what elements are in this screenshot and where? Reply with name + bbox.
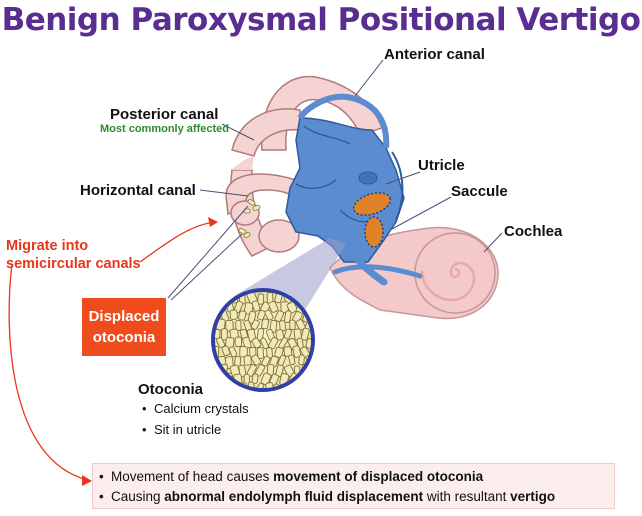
otoconia-crystal [274, 310, 285, 323]
saccule-macula [364, 216, 384, 248]
arrow-head-upper [208, 217, 218, 227]
otoconia-crystal [306, 374, 311, 385]
label-anterior-canal: Anterior canal [384, 46, 485, 63]
otoconia-crystal [239, 346, 248, 358]
summary-line-2: •Causing abnormal endolymph fluid displa… [99, 489, 556, 504]
otoconia-crystal [251, 337, 262, 349]
otoconia-crystal [298, 354, 305, 366]
summary-box: •Movement of head causes movement of dis… [92, 463, 615, 509]
otoconia-crystal [242, 336, 252, 349]
summary-2b: abnormal endolymph fluid displacement [164, 489, 424, 504]
summary-2d: vertigo [510, 489, 556, 504]
otoconia-crystal [255, 382, 265, 388]
label-posterior-canal: Posterior canal [110, 106, 219, 123]
otoconia-crystal [289, 319, 296, 331]
otoconia-crystal [292, 345, 302, 358]
otoconia-crystal [251, 300, 261, 312]
leader-lines [167, 59, 503, 301]
label-posterior-note: Most commonly affected [100, 123, 229, 135]
migration-arrows [8, 221, 215, 481]
otoconia-crystal [251, 373, 259, 384]
summary-1a: Movement of head causes [111, 469, 274, 484]
otoconia-crystal [256, 309, 266, 321]
otoconia-crystal [243, 355, 252, 366]
otoconia-crystal [250, 319, 260, 330]
otoconia-crystal [260, 372, 272, 386]
displaced-line-1: Displaced [88, 308, 160, 325]
otoconia-crystal [300, 327, 310, 341]
otoconia-lens [211, 288, 325, 392]
arrow-head-lower [82, 475, 92, 486]
otoconia-crystal [301, 382, 311, 388]
otoconia-crystal [310, 381, 311, 388]
otoconia-crystal [305, 338, 311, 349]
label-cochlea: Cochlea [504, 223, 563, 240]
displaced-line-2: otoconia [92, 329, 156, 346]
utricle-macula [352, 192, 392, 216]
page-title: Benign Paroxysmal Positional Vertigo [1, 2, 641, 38]
otoconia-crystal [251, 354, 262, 366]
otoconia-bullets: Calcium crystals Sit in utricle [142, 398, 249, 440]
otoconia-title: Otoconia [138, 381, 204, 398]
label-utricle: Utricle [418, 157, 465, 174]
otoconia-crystal [215, 292, 219, 304]
otoconia-crystal [257, 293, 265, 305]
otoconia-crystal [256, 328, 265, 341]
otoconia-crystal [283, 310, 292, 324]
otoconia-crystal [310, 363, 311, 375]
otoconia-crystal [275, 329, 285, 341]
otoconia-crystal [234, 336, 242, 348]
otoconia-crystal [256, 347, 264, 359]
label-horizontal-canal: Horizontal canal [80, 182, 196, 199]
otoconia-crystal [219, 381, 231, 388]
otoconia-crystal [268, 300, 279, 313]
otoconia-crystal [235, 319, 242, 331]
otoconia-crystal [316, 337, 323, 347]
displaced-otoconia-box: Displaced otoconia [82, 298, 166, 356]
migrate-line-2: semicircular canals [6, 256, 141, 272]
migrate-line-1: Migrate into [6, 238, 89, 254]
summary-line-1: •Movement of head causes movement of dis… [99, 469, 484, 484]
otoconia-crystal [294, 381, 302, 388]
otoconia-crystal [229, 309, 238, 320]
otoconia-crystal [286, 301, 298, 314]
otoconia-crystal [313, 319, 323, 331]
otoconia-crystal [215, 382, 221, 388]
otoconia-crystal [314, 372, 325, 385]
otoconia-crystal [274, 346, 284, 358]
displaced-crystals [238, 198, 261, 239]
otoconia-crystal [261, 318, 270, 330]
otoconia-crystal [311, 310, 322, 323]
otoconia-crystal [221, 328, 228, 341]
otoconia-crystal [215, 328, 221, 340]
otoconia-crystal [229, 382, 237, 388]
migrate-label: Migrate into semicircular canals [6, 237, 141, 273]
summary-2c: with resultant [423, 489, 511, 504]
otoconia-crystal [283, 346, 293, 357]
otoconia-crystal [238, 310, 247, 321]
summary-1b: movement of displaced otoconia [273, 469, 484, 484]
label-saccule: Saccule [451, 183, 508, 200]
otoconia-crystal [315, 355, 324, 367]
otoconia-crystal [228, 346, 238, 358]
otoconia-crystal [264, 309, 274, 321]
otoconia-crystal [313, 301, 324, 314]
list-item: Sit in utricle [142, 419, 249, 440]
otoconia-crystal [279, 320, 287, 332]
summary-2a: Causing [111, 489, 165, 504]
otoconia-crystal [288, 354, 296, 365]
list-item: Calcium crystals [142, 398, 249, 419]
